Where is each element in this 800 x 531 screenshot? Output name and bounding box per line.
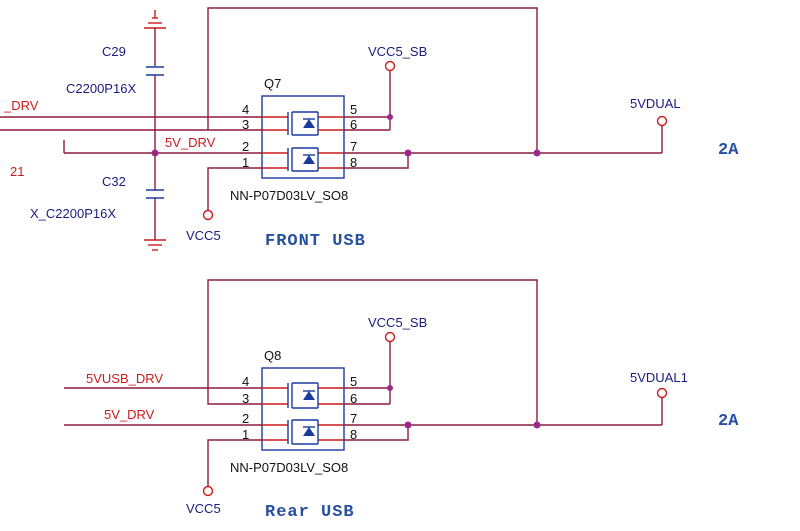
- capacitor-c29[interactable]: [146, 66, 164, 152]
- front-usb-title: FRONT USB: [265, 232, 366, 251]
- capacitor-c32[interactable]: [146, 152, 164, 240]
- left-number-label: 21: [10, 164, 24, 179]
- vcc5sb-power-port: [384, 60, 396, 72]
- q7-pin-right-4: 8: [350, 155, 357, 170]
- wire-pin1-vcc5: [207, 167, 262, 210]
- rear-usb-title: Rear USB: [265, 503, 355, 522]
- net-label-5vusb-drv: 5VUSB_DRV: [86, 371, 163, 386]
- ground-symbol-top: [144, 10, 166, 66]
- rear-vcc5sb-label: VCC5_SB: [368, 315, 427, 330]
- q8-pin-left-1: 4: [242, 374, 249, 389]
- rear-vcc5-power-port: [202, 485, 214, 497]
- q8-pin-left-2: 3: [242, 391, 249, 406]
- q7-ref-label: Q7: [264, 76, 281, 91]
- wire-pin8: [344, 153, 409, 169]
- 5vdual-label: 5VDUAL: [630, 96, 681, 111]
- q8-pin-left-4: 1: [242, 427, 249, 442]
- q8-pin-right-1: 5: [350, 374, 357, 389]
- wire-rear-loop: [207, 279, 538, 425]
- c29-ref-label: C29: [102, 44, 126, 59]
- junction-rear-pin5: [387, 385, 393, 391]
- 5vdual1-power-port: [656, 387, 668, 399]
- mosfet-q7[interactable]: [261, 95, 345, 179]
- q8-pin-right-3: 7: [350, 411, 357, 426]
- q7-pin-right-3: 7: [350, 139, 357, 154]
- q8-part-label: NN-P07D03LV_SO8: [230, 460, 348, 475]
- vcc5-power-port: [202, 209, 214, 221]
- wire-rear-pin8: [344, 425, 409, 441]
- mosfet-q8[interactable]: [261, 367, 345, 451]
- q8-pin-right-4: 8: [350, 427, 357, 442]
- q7-part-label: NN-P07D03LV_SO8: [230, 188, 348, 203]
- q7-pin-left-4: 1: [242, 155, 249, 170]
- junction-loop: [533, 149, 541, 157]
- junction-pin8: [404, 149, 412, 157]
- junction-rear-pin8: [404, 421, 412, 429]
- rear-vcc5-label: VCC5: [186, 501, 221, 516]
- wire-top-loop: [207, 7, 538, 153]
- q7-pin-right-1: 5: [350, 102, 357, 117]
- junction-pin5: [387, 114, 393, 120]
- junction-cap-net: [151, 149, 159, 157]
- junction-rear-loop: [533, 421, 541, 429]
- q8-pin-left-3: 2: [242, 411, 249, 426]
- c29-value-label: C2200P16X: [66, 81, 136, 96]
- net-label-drv: _DRV: [3, 98, 39, 113]
- front-current-label: 2A: [718, 141, 739, 160]
- c32-value-label: X_C2200P16X: [30, 206, 116, 221]
- 5vdual-power-port: [656, 115, 668, 127]
- front-usb-section: C29 C2200P16X C32 X_C2200P16X _DRV 5V_DR…: [0, 7, 739, 251]
- q8-pin-right-2: 6: [350, 391, 357, 406]
- wire-rear-pin1-vcc5: [207, 439, 262, 486]
- vcc5sb-label: VCC5_SB: [368, 44, 427, 59]
- vcc5-label: VCC5: [186, 228, 221, 243]
- net-label-rear-5v-drv: 5V_DRV: [104, 407, 155, 422]
- net-label-5v-drv: 5V_DRV: [165, 135, 216, 150]
- rear-vcc5sb-power-port: [384, 331, 396, 343]
- q7-pin-left-3: 2: [242, 139, 249, 154]
- ground-symbol-bottom: [144, 239, 166, 251]
- c32-ref-label: C32: [102, 174, 126, 189]
- rear-usb-section: 5VUSB_DRV 5V_DRV VCC5: [64, 279, 739, 522]
- q8-ref-label: Q8: [264, 348, 281, 363]
- q7-pin-right-2: 6: [350, 117, 357, 132]
- 5vdual1-label: 5VDUAL1: [630, 370, 688, 385]
- rear-current-label: 2A: [718, 412, 739, 431]
- q7-pin-left-2: 3: [242, 117, 249, 132]
- q7-pin-left-1: 4: [242, 102, 249, 117]
